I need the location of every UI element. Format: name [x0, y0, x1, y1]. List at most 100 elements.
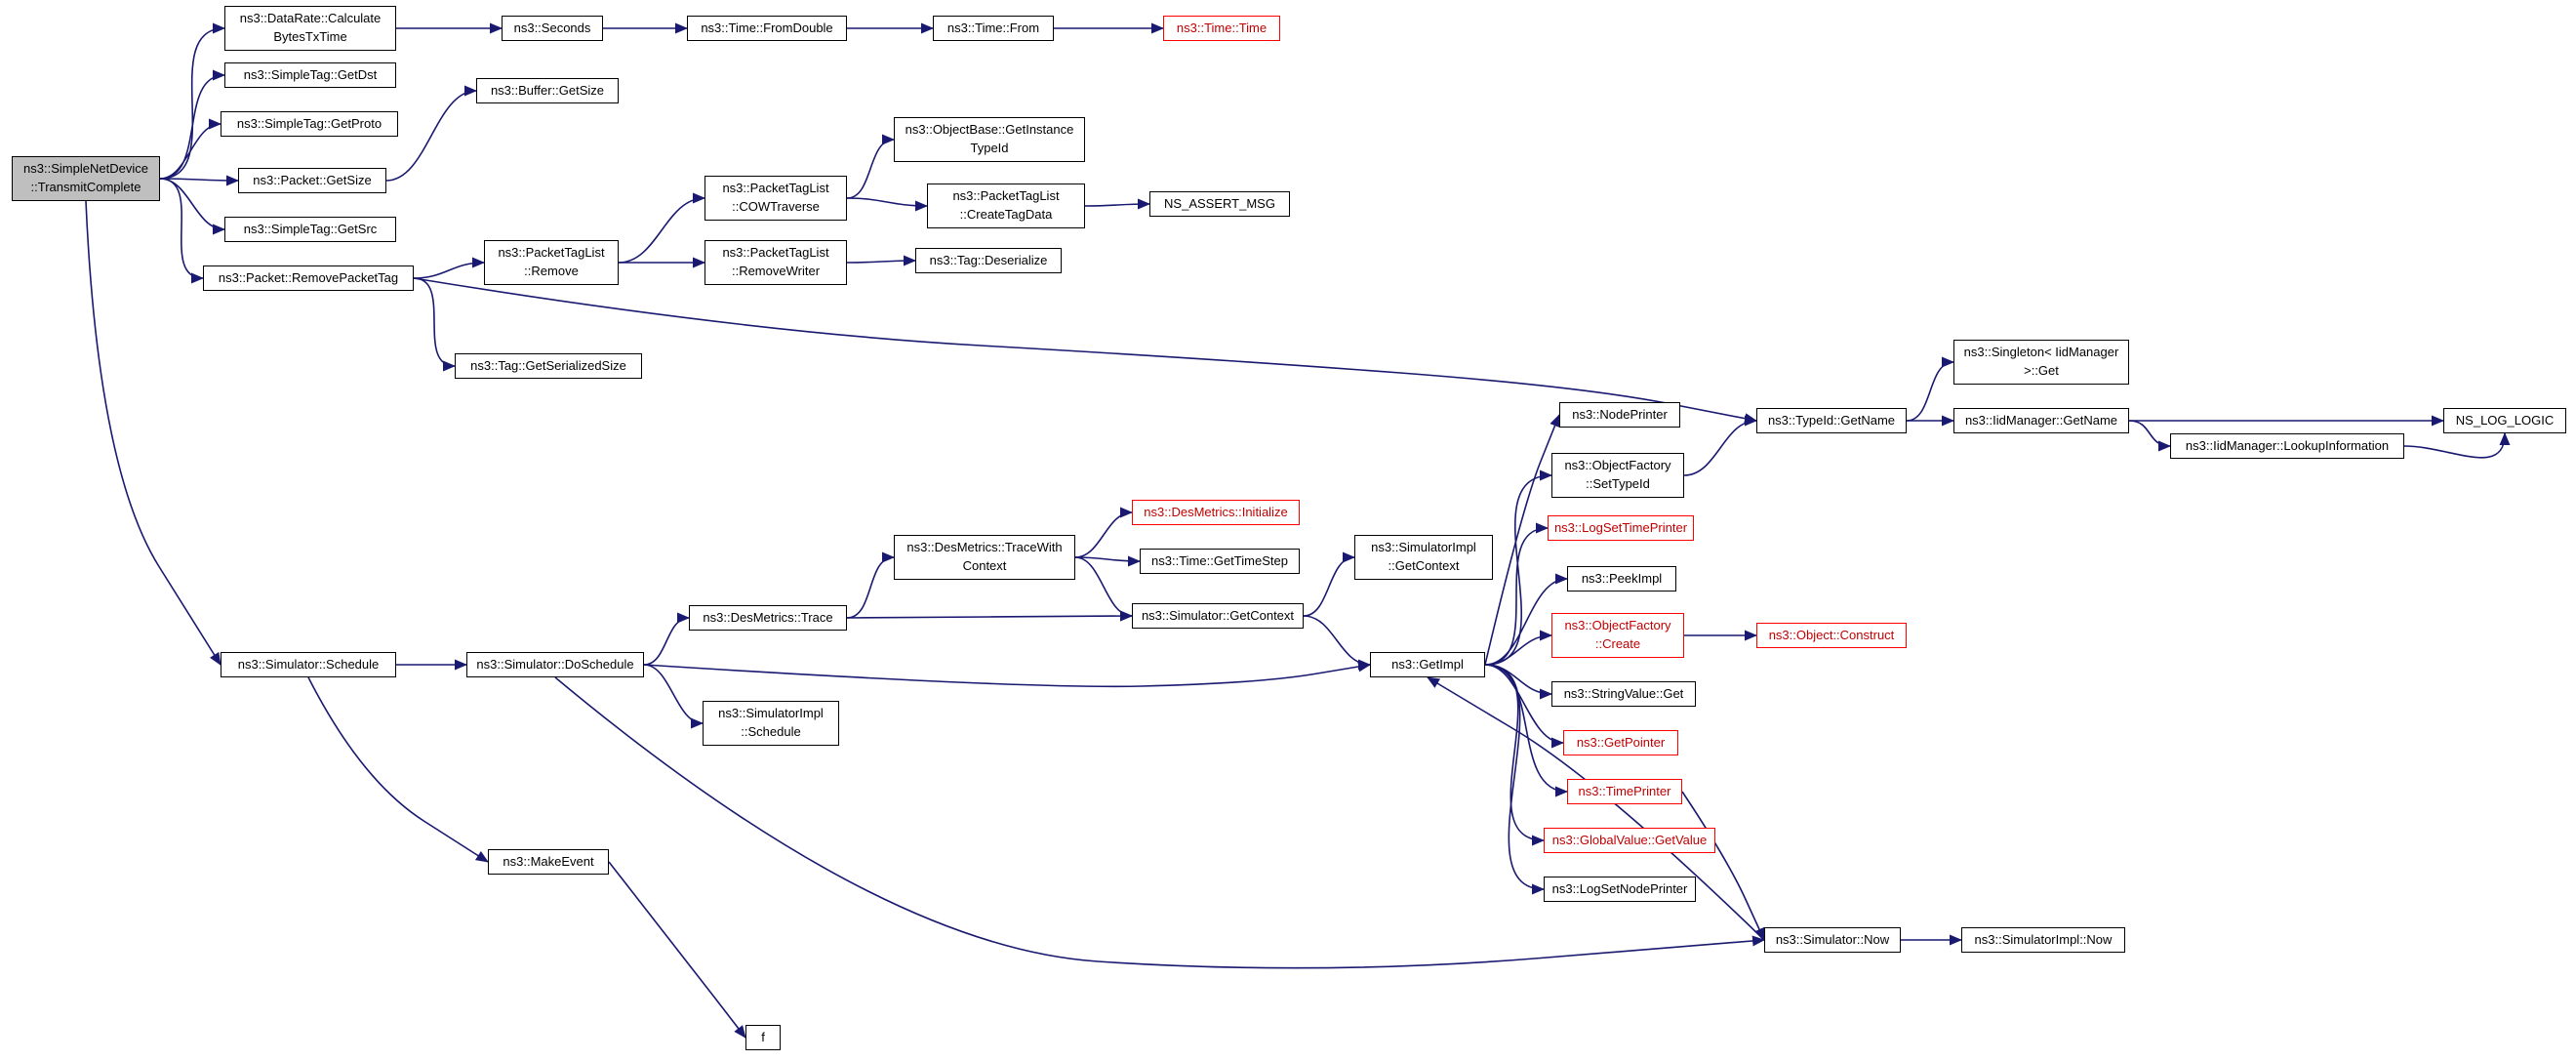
- edge-get-impl-to-string-value-get: [1484, 664, 1552, 700]
- node-object-construct[interactable]: ns3::Object::Construct: [1756, 623, 1907, 648]
- edge-get-impl-to-log-set-time-printer: [1484, 522, 1549, 666]
- node-label: ns3::SimpleTag::GetSrc: [243, 221, 378, 236]
- edge-transmit-to-get-dst: [159, 69, 225, 180]
- node-log-set-time-printer[interactable]: ns3::LogSetTimePrinter: [1548, 515, 1694, 541]
- node-time-time[interactable]: ns3::Time::Time: [1163, 16, 1280, 41]
- node-des-trace[interactable]: ns3::DesMetrics::Trace: [689, 605, 847, 631]
- node-label: NS_ASSERT_MSG: [1164, 195, 1275, 211]
- node-label: ::RemoveWriter: [731, 264, 821, 278]
- node-label: ns3::PeekImpl: [1581, 570, 1663, 586]
- node-make-event[interactable]: ns3::MakeEvent: [488, 849, 609, 875]
- edge-packet-get-size-to-buffer-get-size: [385, 85, 477, 182]
- node-label: ::Create: [1594, 636, 1641, 651]
- edge-remove-writer-to-tag-deserialize: [846, 255, 916, 266]
- node-impl-now[interactable]: ns3::SimulatorImpl::Now: [1961, 927, 2125, 953]
- node-label: ns3::SimpleNetDevice: [23, 161, 148, 177]
- node-label: ns3::Object::Construct: [1768, 627, 1895, 642]
- edge-get-impl-to-factory-set-type-id: [1484, 469, 1552, 666]
- edge-lookup-information-to-ns-log-logic: [2403, 432, 2511, 459]
- edge-get-impl-to-time-printer: [1484, 664, 1568, 797]
- node-packet-get-size[interactable]: ns3::Packet::GetSize: [238, 168, 386, 193]
- node-label: ns3::Simulator::GetContext: [1141, 607, 1295, 623]
- node-time-from[interactable]: ns3::Time::From: [933, 16, 1054, 41]
- node-label: ns3::DesMetrics::Trace: [703, 609, 833, 625]
- node-label: ns3::Simulator::Schedule: [237, 656, 380, 672]
- node-label: Context: [962, 558, 1007, 573]
- node-sim-now[interactable]: ns3::Simulator::Now: [1764, 927, 1901, 953]
- node-global-value-get[interactable]: ns3::GlobalValue::GetValue: [1544, 828, 1715, 853]
- node-peek-impl[interactable]: ns3::PeekImpl: [1567, 566, 1676, 592]
- node-label: ns3::PacketTagList: [722, 245, 829, 261]
- node-ns-assert-msg[interactable]: NS_ASSERT_MSG: [1149, 191, 1290, 217]
- edge-transmit-to-schedule: [85, 200, 221, 666]
- edge-get-impl-to-peek-impl: [1484, 573, 1568, 666]
- edge-remove-packet-tag-to-ptl-remove: [413, 257, 485, 279]
- node-label: TypeId: [970, 141, 1009, 155]
- edge-iid-get-name-to-lookup-information: [2128, 420, 2171, 452]
- node-ns-log-logic[interactable]: NS_LOG_LOGIC: [2443, 408, 2566, 433]
- node-iid-get-name[interactable]: ns3::IidManager::GetName: [1953, 408, 2129, 433]
- node-do-schedule[interactable]: ns3::Simulator::DoSchedule: [466, 652, 644, 677]
- node-label: ns3::DesMetrics::Initialize: [1144, 504, 1288, 519]
- edge-type-id-get-name-to-singleton-get: [1906, 356, 1954, 422]
- node-singleton-get[interactable]: ns3::Singleton< IidManager>::Get: [1953, 340, 2129, 385]
- node-get-impl[interactable]: ns3::GetImpl: [1370, 652, 1485, 677]
- node-get-src[interactable]: ns3::SimpleTag::GetSrc: [224, 217, 396, 242]
- node-label: ns3::SimpleTag::GetDst: [243, 66, 378, 82]
- node-label: ns3::StringValue::Get: [1563, 685, 1684, 701]
- node-buffer-get-size[interactable]: ns3::Buffer::GetSize: [476, 78, 619, 103]
- node-label: ns3::ObjectBase::GetInstance: [905, 122, 1074, 138]
- node-label: NS_LOG_LOGIC: [2455, 412, 2555, 428]
- node-factory-create[interactable]: ns3::ObjectFactory::Create: [1551, 613, 1684, 658]
- node-label: BytesTxTime: [273, 29, 347, 44]
- edge-group: [85, 22, 2511, 1039]
- edge-get-impl-to-log-set-node-printer: [1484, 664, 1545, 895]
- node-get-dst[interactable]: ns3::SimpleTag::GetDst: [224, 62, 396, 88]
- node-label: ns3::SimulatorImpl: [718, 706, 824, 721]
- node-label: ns3::Packet::GetSize: [253, 172, 372, 187]
- node-label: ns3::NodePrinter: [1572, 406, 1668, 422]
- node-tag-get-serialized-size[interactable]: ns3::Tag::GetSerializedSize: [455, 353, 642, 379]
- node-label: ns3::Time::FromDouble: [701, 20, 833, 35]
- node-time-printer[interactable]: ns3::TimePrinter: [1567, 779, 1682, 804]
- node-remove-packet-tag[interactable]: ns3::Packet::RemovePacketTag: [203, 265, 414, 291]
- node-remove-writer[interactable]: ns3::PacketTagList::RemoveWriter: [704, 240, 847, 285]
- node-impl-schedule[interactable]: ns3::SimulatorImpl::Schedule: [703, 701, 839, 746]
- node-label: ns3::IidManager::LookupInformation: [2185, 437, 2390, 453]
- edge-time-printer-to-sim-now: [1681, 791, 1765, 941]
- node-log-set-node-printer[interactable]: ns3::LogSetNodePrinter: [1544, 877, 1696, 902]
- edge-create-tag-data-to-ns-assert-msg: [1084, 198, 1150, 210]
- node-ptl-remove[interactable]: ns3::PacketTagList::Remove: [484, 240, 619, 285]
- node-string-value-get[interactable]: ns3::StringValue::Get: [1551, 681, 1696, 707]
- node-factory-set-type-id[interactable]: ns3::ObjectFactory::SetTypeId: [1551, 453, 1684, 498]
- edge-remove-packet-tag-to-type-id-get-name: [413, 277, 1757, 425]
- node-tag-deserialize[interactable]: ns3::Tag::Deserialize: [915, 248, 1062, 273]
- edge-transmit-to-remove-packet-tag: [159, 178, 204, 284]
- node-get-pointer[interactable]: ns3::GetPointer: [1563, 730, 1678, 755]
- node-lookup-information[interactable]: ns3::IidManager::LookupInformation: [2170, 433, 2404, 459]
- node-type-id-get-name[interactable]: ns3::TypeId::GetName: [1756, 408, 1907, 433]
- node-label: ns3::DesMetrics::TraceWith: [906, 540, 1063, 555]
- node-from-double[interactable]: ns3::Time::FromDouble: [687, 16, 847, 41]
- node-cow-traverse[interactable]: ns3::PacketTagList::COWTraverse: [704, 176, 847, 221]
- node-seconds[interactable]: ns3::Seconds: [502, 16, 603, 41]
- node-label: ::GetContext: [1388, 558, 1460, 573]
- edge-do-schedule-to-sim-now: [554, 676, 1765, 969]
- node-get-proto[interactable]: ns3::SimpleTag::GetProto: [221, 111, 398, 137]
- node-schedule[interactable]: ns3::Simulator::Schedule: [221, 652, 396, 677]
- node-impl-get-context[interactable]: ns3::SimulatorImpl::GetContext: [1354, 535, 1493, 580]
- node-node-printer[interactable]: ns3::NodePrinter: [1559, 402, 1680, 428]
- node-get-time-step[interactable]: ns3::Time::GetTimeStep: [1140, 549, 1300, 574]
- edge-factory-set-type-id-to-type-id-get-name: [1683, 415, 1757, 476]
- node-label: ns3::Buffer::GetSize: [490, 82, 605, 98]
- node-f[interactable]: f: [745, 1025, 781, 1050]
- edge-cow-traverse-to-create-tag-data: [846, 197, 928, 212]
- node-create-tag-data[interactable]: ns3::PacketTagList::CreateTagData: [927, 184, 1085, 228]
- node-label: ns3::ObjectFactory: [1564, 458, 1671, 473]
- node-get-context[interactable]: ns3::Simulator::GetContext: [1132, 603, 1304, 629]
- node-des-initialize[interactable]: ns3::DesMetrics::Initialize: [1132, 500, 1300, 525]
